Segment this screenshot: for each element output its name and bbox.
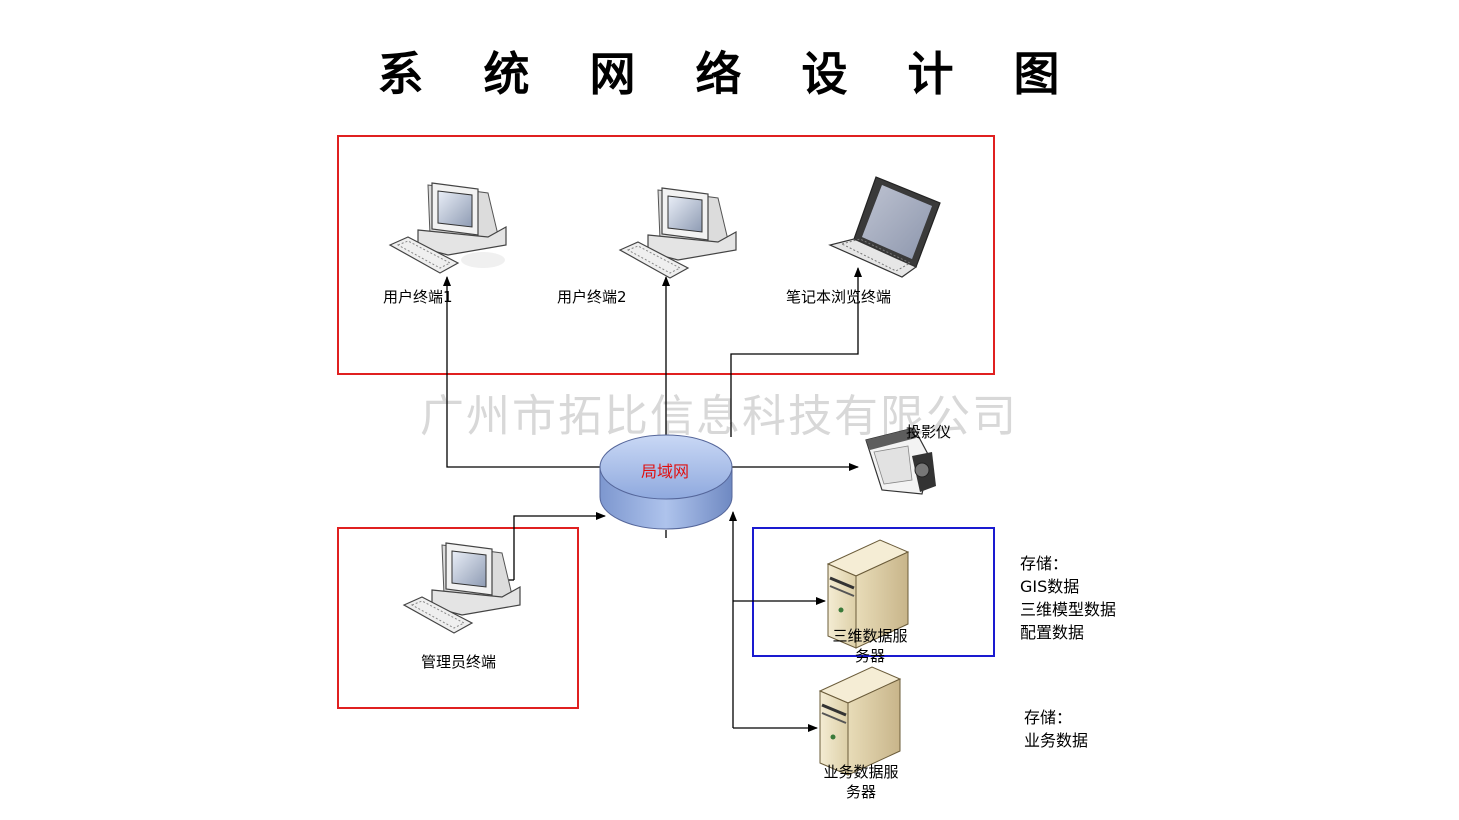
storage-note-business: 存储： 业务数据 — [1024, 706, 1088, 752]
link-laptop — [730, 267, 862, 437]
server-3d-label: 三维数据服 务器 — [805, 626, 935, 666]
admin-group-box — [337, 527, 579, 709]
admin-terminal-label: 管理员终端 — [421, 653, 497, 671]
server-business-label: 业务数据服 务器 — [796, 762, 926, 802]
server-group-box — [752, 527, 995, 657]
storage-note-3d-line-3: 三维模型数据 — [1020, 600, 1117, 619]
storage-note-business-line-2: 业务数据 — [1024, 731, 1089, 750]
server-business-label-line-2: 务器 — [845, 783, 876, 801]
projector-label: 投影仪 — [906, 423, 952, 441]
desktop-computer-icon — [618, 187, 737, 279]
diagram-title: 系 统 网 络 设 计 图 — [377, 47, 1082, 101]
storage-note-3d: 存储： GIS数据 三维模型数据 配置数据 — [1020, 552, 1116, 644]
server-tower-icon — [818, 666, 902, 776]
storage-note-3d-line-4: 配置数据 — [1020, 623, 1085, 642]
server-business-label-line-1: 业务数据服 — [823, 763, 899, 781]
projector-icon — [865, 427, 936, 495]
server-3d-label-line-2: 务器 — [854, 647, 885, 665]
link-admin — [513, 512, 606, 580]
user-terminal-1-label: 用户终端1 — [383, 288, 453, 306]
desktop-computer-icon — [388, 182, 507, 274]
desktop-computer-icon — [402, 542, 521, 634]
user-terminal-2-label: 用户终端2 — [557, 288, 627, 306]
network-disk-icon — [599, 434, 733, 530]
laptop-icon — [828, 176, 941, 278]
lan-label: 局域网 — [640, 462, 689, 481]
server-3d-label-line-1: 三维数据服 — [832, 627, 908, 645]
laptop-terminal-label: 笔记本浏览终端 — [786, 288, 892, 306]
link-user-terminal-1 — [443, 276, 605, 468]
server-tower-icon — [826, 539, 910, 649]
storage-note-3d-line-1: 存储： — [1020, 554, 1069, 573]
storage-note-3d-line-2: GIS数据 — [1020, 577, 1080, 596]
storage-note-business-line-1: 存储： — [1024, 708, 1073, 727]
